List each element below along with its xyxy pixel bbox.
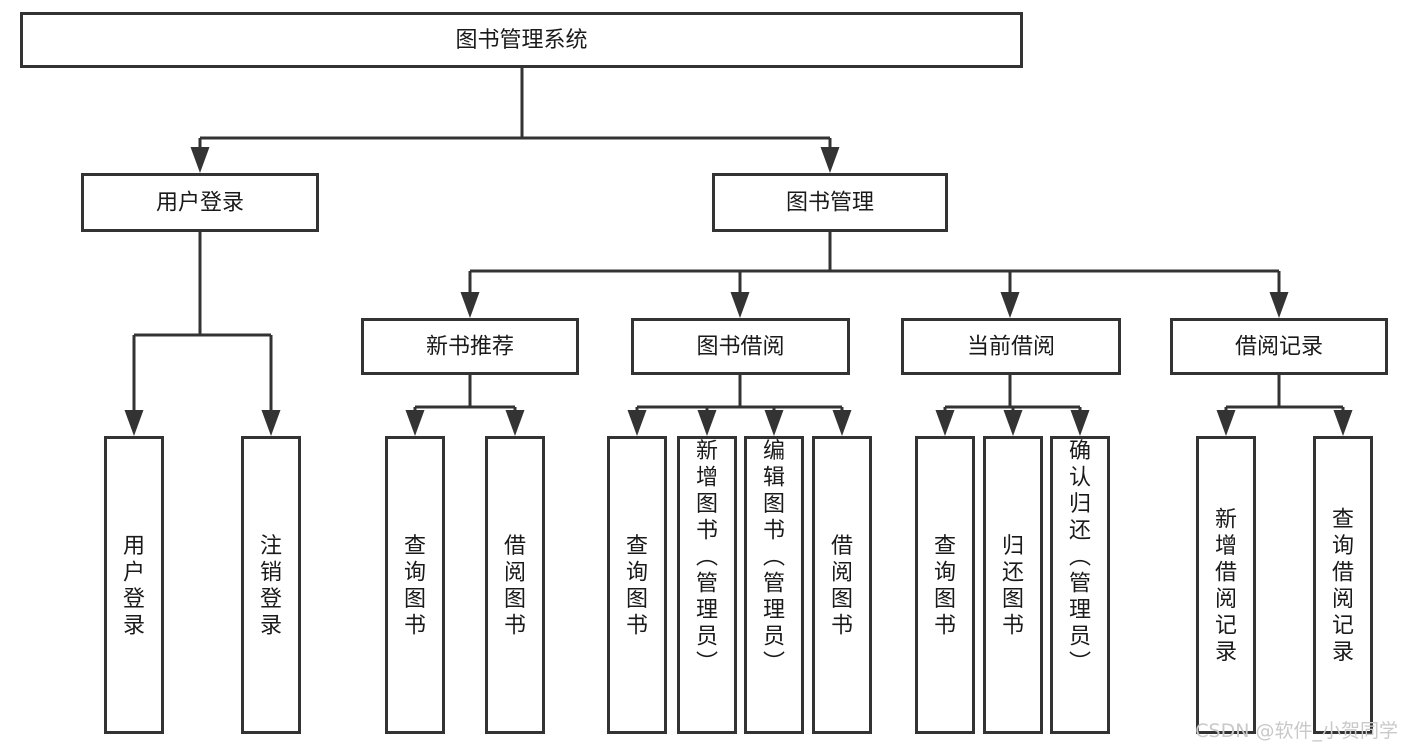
- node-box-leaf-add-record[interactable]: [1196, 436, 1256, 734]
- node-leaf-edit-book[interactable]: 编辑图书︵管理员︶: [744, 436, 804, 734]
- node-borrow-record[interactable]: 借阅记录: [1170, 318, 1388, 375]
- node-label-leaf-query-record: 查询借阅记录: [1332, 508, 1354, 666]
- node-label-new-book-rec: 新书推荐: [426, 335, 514, 360]
- connector-root-bus: [190, 68, 840, 173]
- arrow-head-icon: [1070, 410, 1090, 436]
- node-label-leaf-query-book-2: 查询图书: [626, 534, 648, 639]
- arrow-head-icon: [764, 410, 784, 436]
- node-new-book-rec[interactable]: 新书推荐: [361, 318, 579, 375]
- node-box-root[interactable]: [20, 12, 1023, 68]
- node-box-book-borrow[interactable]: [631, 318, 850, 375]
- node-box-leaf-query-book-3[interactable]: [915, 436, 975, 734]
- connector-book-manage-bus: [460, 232, 1289, 318]
- node-label-leaf-add-book: 新增图书︵管理员︶: [696, 439, 718, 676]
- arrow-head-icon: [505, 410, 525, 436]
- node-book-manage[interactable]: 图书管理: [712, 173, 948, 232]
- node-leaf-borrow-book-2[interactable]: 借阅图书: [812, 436, 872, 734]
- node-box-leaf-edit-book[interactable]: [744, 436, 804, 734]
- node-box-borrow-record[interactable]: [1170, 318, 1388, 375]
- node-box-leaf-user-login[interactable]: [104, 436, 164, 734]
- arrow-head-icon: [1000, 292, 1020, 318]
- node-label-leaf-return-book: 归还图书: [1002, 534, 1024, 639]
- node-label-leaf-edit-book: 编辑图书︵管理员︶: [763, 439, 785, 676]
- connector-new-book-rec-bus: [405, 375, 525, 436]
- node-root[interactable]: 图书管理系统: [20, 12, 1023, 68]
- node-label-borrow-record: 借阅记录: [1235, 335, 1323, 360]
- node-box-leaf-borrow-book-2[interactable]: [812, 436, 872, 734]
- node-label-leaf-query-book-1: 查询图书: [404, 534, 426, 639]
- node-box-leaf-add-book[interactable]: [677, 436, 737, 734]
- connectors-layer: [124, 68, 1353, 436]
- arrow-head-icon: [820, 147, 840, 173]
- arrow-head-icon: [405, 410, 425, 436]
- connector-borrow-record-bus: [1216, 375, 1353, 436]
- node-box-leaf-confirm-return[interactable]: [1050, 436, 1110, 734]
- arrow-head-icon: [832, 410, 852, 436]
- node-label-leaf-query-book-3: 查询图书: [934, 534, 956, 639]
- node-label-book-borrow: 图书借阅: [696, 335, 784, 360]
- node-box-leaf-query-book-1[interactable]: [385, 436, 445, 734]
- arrow-head-icon: [627, 410, 647, 436]
- node-leaf-return-book[interactable]: 归还图书: [983, 436, 1043, 734]
- nodes-layer: 图书管理系统用户登录图书管理新书推荐图书借阅当前借阅借阅记录用户登录注销登录查询…: [20, 12, 1388, 734]
- node-box-leaf-query-book-2[interactable]: [607, 436, 667, 734]
- node-leaf-add-book[interactable]: 新增图书︵管理员︶: [677, 436, 737, 734]
- arrow-head-icon: [124, 410, 144, 436]
- arrow-head-icon: [935, 410, 955, 436]
- csdn-watermark: CSDN @软件_小贺同学: [1195, 720, 1398, 742]
- node-book-borrow[interactable]: 图书借阅: [631, 318, 850, 375]
- node-label-leaf-user-login: 用户登录: [123, 534, 145, 639]
- node-box-leaf-query-record[interactable]: [1313, 436, 1373, 734]
- node-leaf-query-book-3[interactable]: 查询图书: [915, 436, 975, 734]
- arrow-head-icon: [460, 292, 480, 318]
- arrow-head-icon: [697, 410, 717, 436]
- node-box-leaf-borrow-book-1[interactable]: [485, 436, 545, 734]
- node-label-leaf-confirm-return: 确认归还︵管理员︶: [1069, 439, 1091, 676]
- node-leaf-query-book-2[interactable]: 查询图书: [607, 436, 667, 734]
- node-leaf-query-record[interactable]: 查询借阅记录: [1313, 436, 1373, 734]
- node-current-borrow[interactable]: 当前借阅: [901, 318, 1121, 375]
- node-leaf-user-login[interactable]: 用户登录: [104, 436, 164, 734]
- node-box-new-book-rec[interactable]: [361, 318, 579, 375]
- node-user-login[interactable]: 用户登录: [81, 173, 319, 232]
- connector-user-login-bus: [124, 232, 281, 436]
- arrow-head-icon: [1003, 410, 1023, 436]
- node-label-current-borrow: 当前借阅: [967, 335, 1055, 360]
- arrow-head-icon: [1333, 410, 1353, 436]
- arrow-head-icon: [1216, 410, 1236, 436]
- node-box-current-borrow[interactable]: [901, 318, 1121, 375]
- node-box-leaf-logout[interactable]: [241, 436, 301, 734]
- node-box-user-login[interactable]: [81, 173, 319, 232]
- node-box-leaf-return-book[interactable]: [983, 436, 1043, 734]
- node-label-user-login: 用户登录: [156, 191, 244, 216]
- arrow-head-icon: [261, 410, 281, 436]
- node-label-book-manage: 图书管理: [786, 191, 874, 216]
- node-box-book-manage[interactable]: [712, 173, 948, 232]
- node-label-root: 图书管理系统: [455, 28, 587, 53]
- connector-current-borrow-bus: [935, 375, 1090, 436]
- node-label-leaf-add-record: 新增借阅记录: [1215, 508, 1237, 666]
- node-leaf-add-record[interactable]: 新增借阅记录: [1196, 436, 1256, 734]
- node-label-leaf-logout: 注销登录: [260, 534, 282, 639]
- node-label-leaf-borrow-book-2: 借阅图书: [831, 534, 853, 639]
- node-leaf-query-book-1[interactable]: 查询图书: [385, 436, 445, 734]
- arrow-head-icon: [730, 292, 750, 318]
- node-label-leaf-borrow-book-1: 借阅图书: [504, 534, 526, 639]
- node-leaf-borrow-book-1[interactable]: 借阅图书: [485, 436, 545, 734]
- node-leaf-confirm-return[interactable]: 确认归还︵管理员︶: [1050, 436, 1110, 734]
- arrow-head-icon: [190, 147, 210, 173]
- node-leaf-logout[interactable]: 注销登录: [241, 436, 301, 734]
- arrow-head-icon: [1269, 292, 1289, 318]
- connector-book-borrow-bus: [627, 375, 852, 436]
